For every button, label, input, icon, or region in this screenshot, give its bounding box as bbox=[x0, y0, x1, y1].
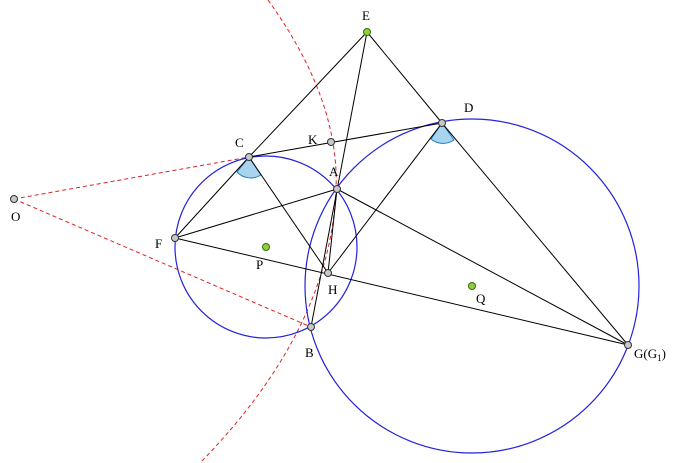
label-D: D bbox=[464, 100, 473, 115]
point-O bbox=[10, 195, 18, 203]
point-C bbox=[245, 153, 253, 161]
point-D bbox=[438, 119, 446, 127]
segment-FG bbox=[174, 237, 629, 346]
segment-EC bbox=[248, 31, 368, 158]
label-O: O bbox=[11, 209, 20, 224]
segment-AG bbox=[336, 188, 629, 346]
point-B bbox=[307, 323, 315, 331]
segment-DH bbox=[327, 122, 443, 274]
segment-FA bbox=[174, 188, 338, 239]
label-G-main: G(G bbox=[634, 346, 657, 361]
point-G bbox=[624, 341, 632, 349]
point-Q bbox=[468, 282, 476, 290]
label-K: K bbox=[308, 132, 318, 147]
point-F bbox=[171, 234, 179, 242]
dashed-arc bbox=[199, 0, 337, 463]
point-H bbox=[324, 269, 332, 277]
label-F: F bbox=[155, 236, 162, 251]
segment-AH bbox=[327, 188, 338, 274]
point-A bbox=[333, 185, 341, 193]
point-E bbox=[363, 28, 371, 36]
dashed-line-OB bbox=[13, 198, 312, 328]
segment-CH bbox=[248, 156, 329, 274]
points bbox=[10, 28, 632, 349]
segment-EB bbox=[310, 31, 368, 328]
segment-CD bbox=[248, 122, 443, 158]
label-G-close: ) bbox=[662, 346, 666, 361]
label-A: A bbox=[329, 164, 339, 179]
point-P bbox=[262, 243, 270, 251]
label-C: C bbox=[235, 135, 244, 150]
label-P: P bbox=[256, 257, 263, 272]
label-G: G(G1) bbox=[634, 346, 666, 363]
circle-Q bbox=[304, 118, 640, 454]
label-E: E bbox=[362, 8, 370, 23]
segment-DG bbox=[441, 122, 629, 346]
dashed-line-OC bbox=[13, 156, 250, 200]
label-G-subscript: 1 bbox=[657, 353, 662, 363]
point-K bbox=[327, 138, 335, 146]
label-Q: Q bbox=[476, 291, 486, 306]
label-H: H bbox=[328, 282, 337, 297]
circle-P bbox=[174, 155, 358, 339]
segment-ED bbox=[366, 31, 443, 124]
label-B: B bbox=[305, 345, 314, 360]
segment-CF bbox=[174, 156, 250, 239]
labels: E D K C A O F P H Q B G(G1) bbox=[11, 8, 666, 363]
segments bbox=[174, 31, 629, 346]
angle-mark-D bbox=[430, 122, 455, 144]
